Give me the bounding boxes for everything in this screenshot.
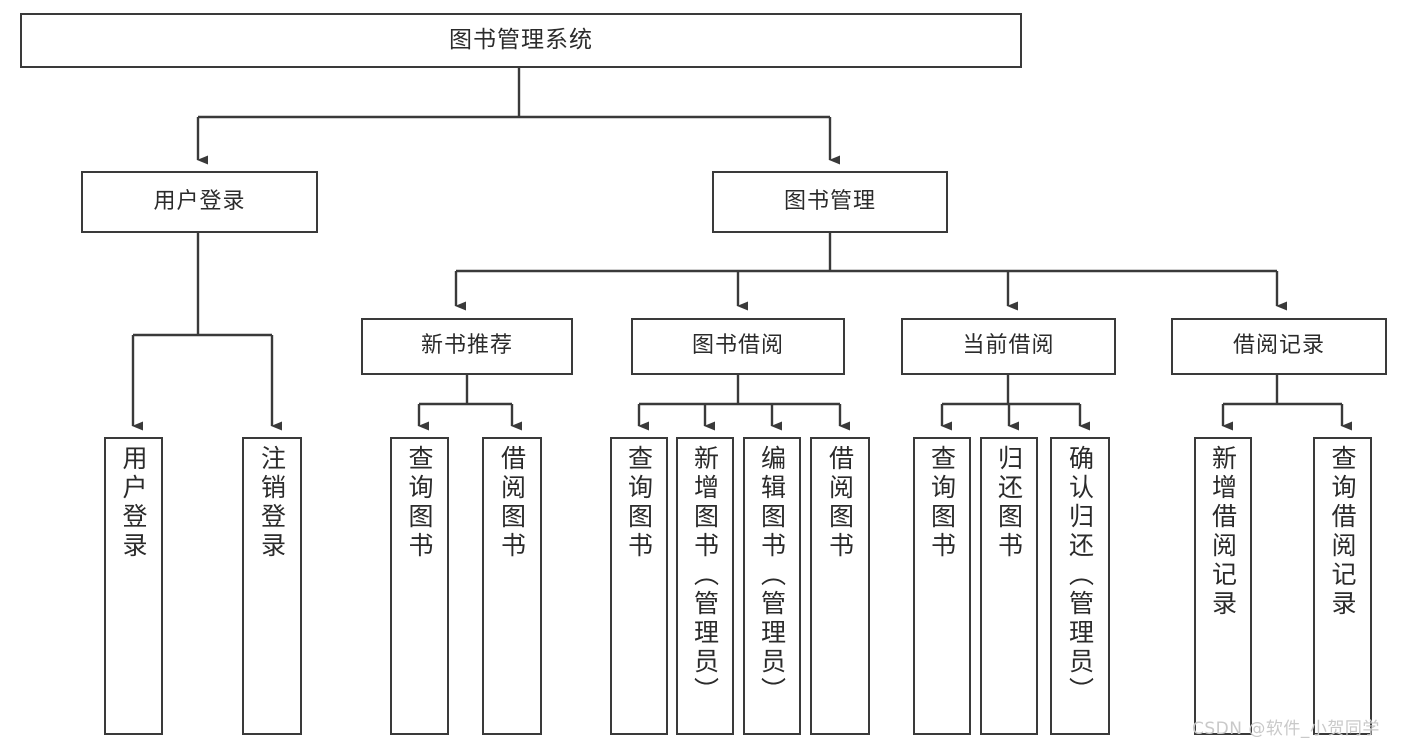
node-label: 新增借阅记录 [1208, 445, 1238, 619]
leaf-query-book-recommend[interactable]: 查询图书 [390, 437, 449, 735]
leaf-return-book[interactable]: 归还图书 [980, 437, 1038, 735]
node-root-book-management-system[interactable]: 图书管理系统 [20, 13, 1022, 68]
node-label: 确认归还（管理员） [1065, 445, 1095, 706]
node-label: 当前借阅 [962, 333, 1055, 359]
node-label: 注销登录 [257, 445, 287, 561]
node-label: 借阅图书 [825, 445, 855, 561]
node-label: 新书推荐 [420, 333, 513, 359]
leaf-query-book-borrow[interactable]: 查询图书 [610, 437, 668, 735]
leaf-edit-book-admin[interactable]: 编辑图书（管理员） [743, 437, 801, 735]
leaf-add-borrow-record[interactable]: 新增借阅记录 [1194, 437, 1252, 735]
leaf-user-login[interactable]: 用户登录 [104, 437, 163, 735]
node-label: 图书借阅 [691, 333, 784, 359]
node-new-book-recommend[interactable]: 新书推荐 [361, 318, 573, 375]
leaf-borrow-book-recommend[interactable]: 借阅图书 [482, 437, 542, 735]
leaf-add-book-admin[interactable]: 新增图书（管理员） [676, 437, 734, 735]
node-borrow-record[interactable]: 借阅记录 [1171, 318, 1387, 375]
node-label: 查询图书 [624, 445, 654, 561]
node-label: 查询图书 [927, 445, 957, 561]
node-label: 用户登录 [153, 188, 246, 214]
node-label: 查询借阅记录 [1328, 445, 1357, 619]
node-label: 图书管理系统 [449, 26, 593, 53]
node-label: 归还图书 [994, 445, 1024, 561]
node-label: 新增图书（管理员） [690, 445, 720, 706]
node-user-login[interactable]: 用户登录 [81, 171, 318, 233]
node-book-management[interactable]: 图书管理 [712, 171, 948, 233]
node-label: 查询图书 [405, 445, 434, 561]
leaf-query-book-current[interactable]: 查询图书 [913, 437, 971, 735]
leaf-confirm-return-admin[interactable]: 确认归还（管理员） [1050, 437, 1110, 735]
leaf-borrow-book[interactable]: 借阅图书 [810, 437, 870, 735]
leaf-logout[interactable]: 注销登录 [242, 437, 302, 735]
leaf-query-borrow-record[interactable]: 查询借阅记录 [1313, 437, 1372, 735]
node-label: 图书管理 [783, 188, 876, 214]
node-book-borrow[interactable]: 图书借阅 [631, 318, 845, 375]
node-label: 借阅记录 [1232, 333, 1325, 359]
node-label: 用户登录 [119, 445, 148, 561]
node-current-borrow[interactable]: 当前借阅 [901, 318, 1116, 375]
node-label: 编辑图书（管理员） [757, 445, 787, 706]
node-label: 借阅图书 [497, 445, 527, 561]
